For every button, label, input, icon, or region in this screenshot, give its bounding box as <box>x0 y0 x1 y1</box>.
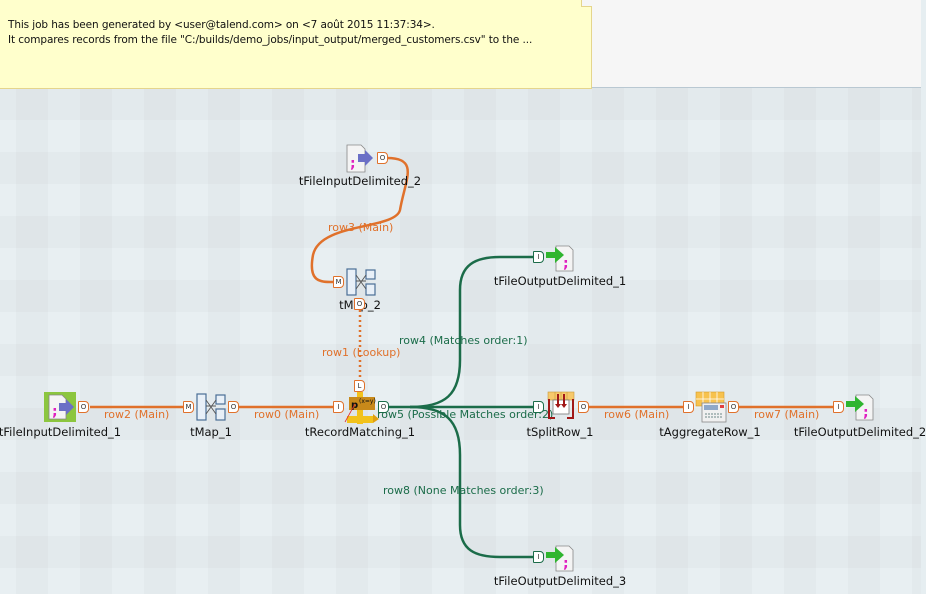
svg-text:;: ; <box>563 256 569 272</box>
link-label-row0[interactable]: row0 (Main) <box>254 408 320 421</box>
link-label-row1[interactable]: row1 (Lookup) <box>322 346 401 359</box>
lookup-input-port[interactable]: L <box>354 380 365 392</box>
link-row3[interactable] <box>310 156 409 284</box>
file-input-icon: ; <box>346 144 373 173</box>
component-label: tFileInputDelimited_1 <box>0 425 122 439</box>
input-port[interactable]: I <box>833 401 844 413</box>
output-port[interactable]: O <box>377 152 388 164</box>
svg-text:;: ; <box>563 556 569 572</box>
svg-text:;: ; <box>863 405 869 421</box>
component-label: tFileOutputDelimited_2 <box>793 425 926 439</box>
output-port[interactable]: O <box>354 298 365 310</box>
component-tFileOutputDelimited_1[interactable]: ; <box>545 243 577 273</box>
link-label-row4[interactable]: row4 (Matches order:1) <box>399 334 528 347</box>
link-label-row3[interactable]: row3 (Main) <box>328 221 394 234</box>
svg-text:(x=y): (x=y) <box>359 398 376 405</box>
component-label: tRecordMatching_1 <box>304 425 416 439</box>
link-label-row8[interactable]: row8 (None Matches order:3) <box>383 484 544 497</box>
tmap-icon <box>346 268 376 296</box>
component-label: tMap_1 <box>190 425 232 439</box>
note-line-1: This job has been generated by <user@tal… <box>8 19 435 31</box>
component-tSplitRow_1[interactable] <box>545 391 577 423</box>
file-output-icon: ; <box>846 394 874 421</box>
output-port[interactable]: O <box>228 401 239 413</box>
component-label: tFileInputDelimited_2 <box>298 174 422 188</box>
output-port[interactable]: O <box>378 401 389 413</box>
output-port[interactable]: O <box>78 401 89 413</box>
component-tMap_2[interactable] <box>345 267 377 297</box>
input-port[interactable]: I <box>533 401 544 413</box>
note-folded-corner <box>581 0 592 7</box>
output-port[interactable]: O <box>578 401 589 413</box>
aggregate-row-icon <box>695 391 727 423</box>
file-output-icon: ; <box>546 545 574 572</box>
component-tRecordMatching_1[interactable]: p (x=y) <box>344 392 379 424</box>
svg-text:;: ; <box>52 404 58 420</box>
file-input-icon: ; <box>48 394 74 420</box>
note-line-2: It compares records from the file "C:/bu… <box>8 34 533 46</box>
component-tFileInputDelimited_2[interactable]: ; <box>345 144 377 174</box>
component-tFileOutputDelimited_2[interactable]: ; <box>845 392 877 422</box>
main-input-port[interactable]: M <box>333 276 344 288</box>
component-label: tSplitRow_1 <box>526 425 594 439</box>
component-label: tFileOutputDelimited_3 <box>493 574 627 588</box>
output-port[interactable]: O <box>728 401 739 413</box>
link-row8[interactable] <box>409 405 534 559</box>
input-port[interactable]: I <box>533 551 544 563</box>
link-label-row5[interactable]: row5 (Possible Matches order:2) <box>377 408 554 421</box>
input-port[interactable]: I <box>533 251 544 263</box>
svg-text:;: ; <box>350 156 356 172</box>
component-tAggregateRow_1[interactable] <box>695 391 727 423</box>
file-output-icon: ; <box>546 245 574 272</box>
input-port[interactable]: I <box>333 401 344 413</box>
link-label-row7[interactable]: row7 (Main) <box>754 408 820 421</box>
link-row4[interactable] <box>409 255 534 409</box>
input-port[interactable]: I <box>683 401 694 413</box>
component-tMap_1[interactable] <box>195 392 227 422</box>
tmap-icon <box>196 393 226 421</box>
component-tFileInputDelimited_1[interactable]: ; <box>44 392 76 422</box>
split-row-icon <box>547 391 575 419</box>
component-tFileOutputDelimited_3[interactable]: ; <box>545 543 577 573</box>
record-matching-icon: p (x=y) <box>344 392 379 424</box>
component-label: tFileOutputDelimited_1 <box>493 274 627 288</box>
link-label-row2[interactable]: row2 (Main) <box>104 408 170 421</box>
component-label: tAggregateRow_1 <box>659 425 761 439</box>
link-label-row6[interactable]: row6 (Main) <box>604 408 670 421</box>
job-note[interactable]: This job has been generated by <user@tal… <box>0 0 592 89</box>
main-input-port[interactable]: M <box>183 401 194 413</box>
